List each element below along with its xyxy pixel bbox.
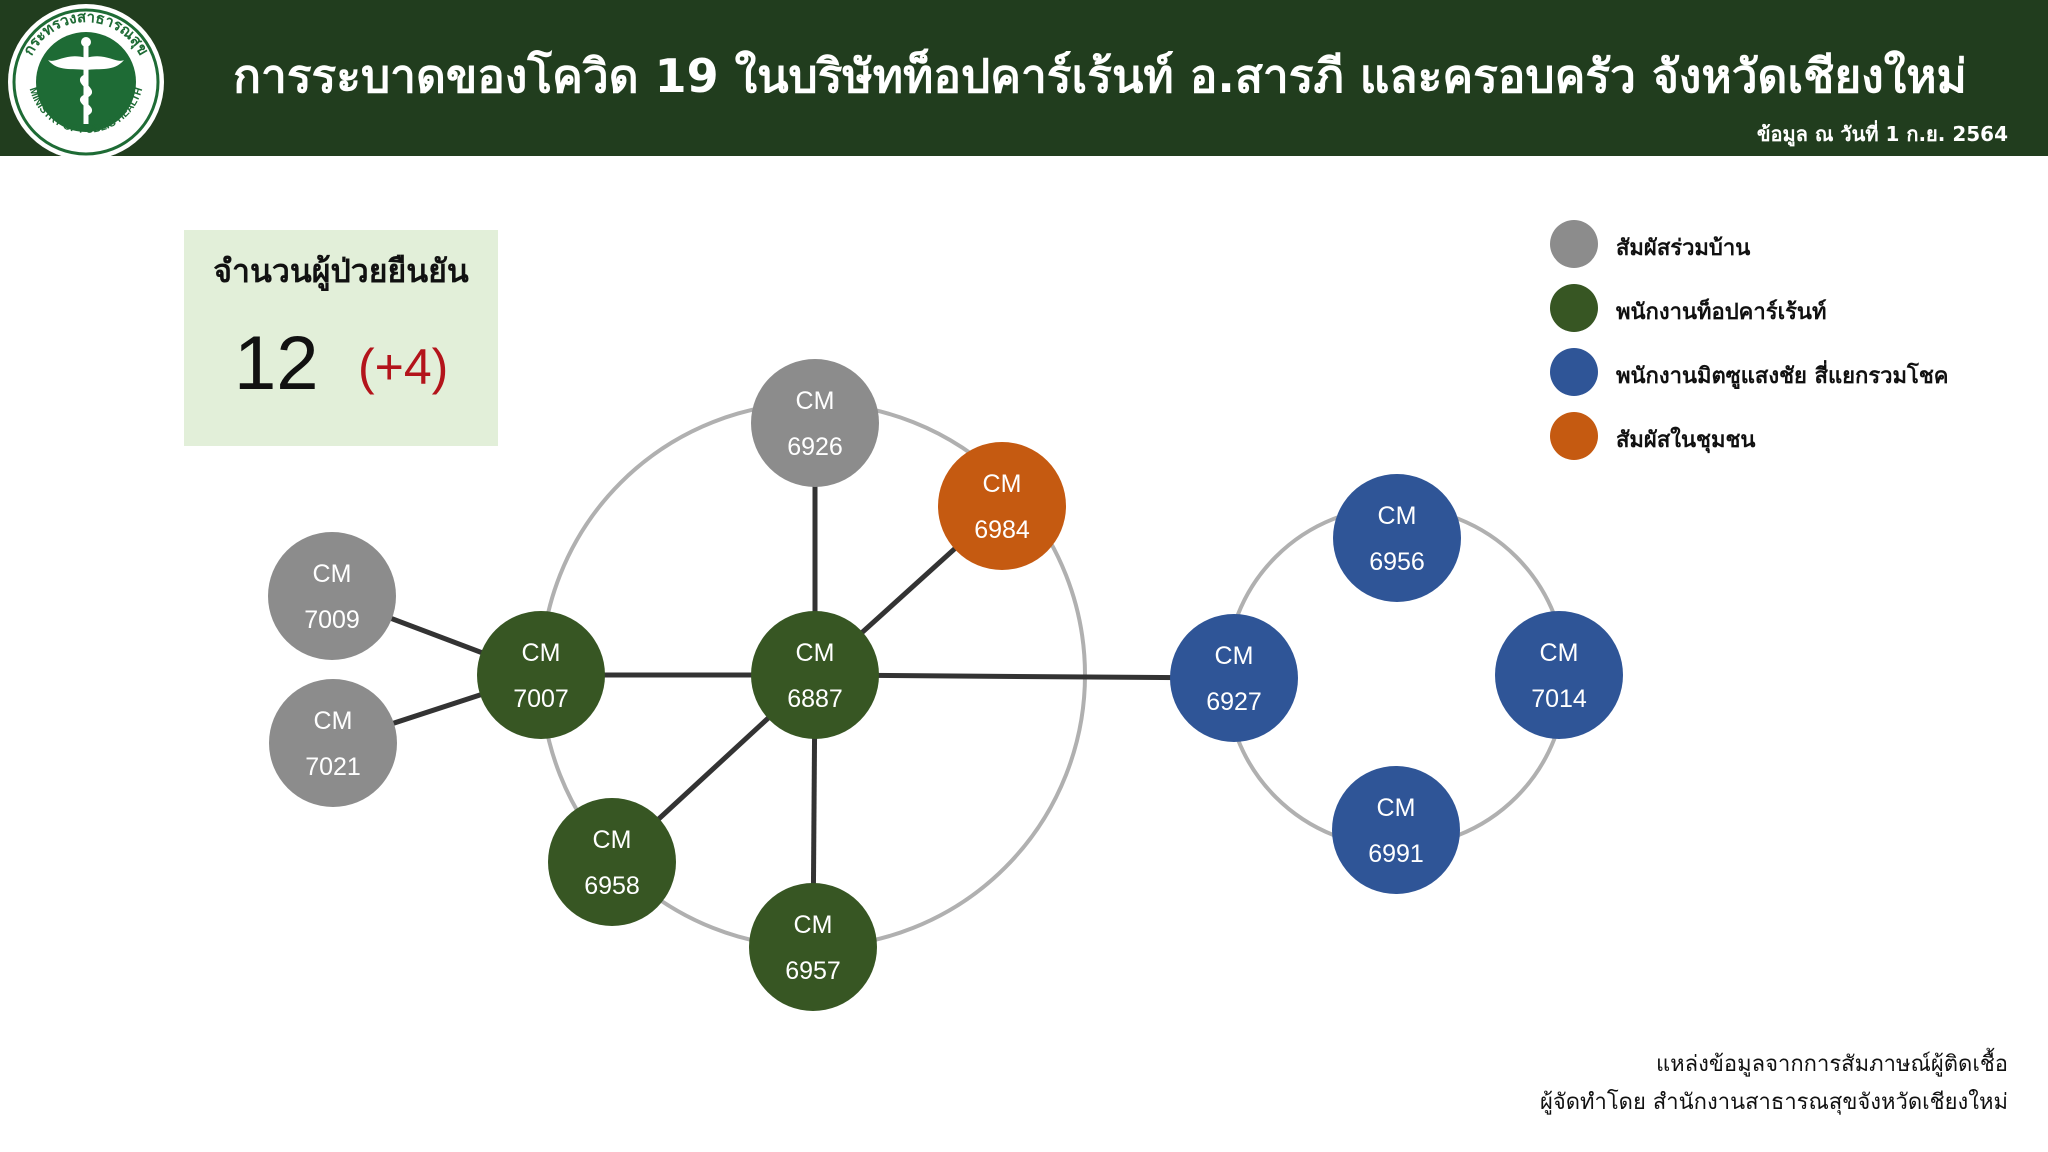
- confirmed-count-value: 12: [234, 321, 319, 406]
- legend-dot-mitsu: [1550, 348, 1598, 396]
- legend-label-mitsu: พนักงานมิตซูแสงชัย สี่แยกรวมโชค: [1616, 364, 1949, 389]
- case-node-6984: CM 6984: [938, 442, 1066, 570]
- case-node-number: 7021: [305, 753, 361, 781]
- confirmed-count-label: จำนวนผู้ป่วยยืนยัน: [213, 252, 469, 290]
- case-node-6991: CM 6991: [1332, 766, 1460, 894]
- case-node-prefix: CM: [1377, 794, 1416, 822]
- case-node-number: 6927: [1206, 688, 1262, 716]
- case-node-7014: CM 7014: [1495, 611, 1623, 739]
- page-title: การระบาดของโควิด 19 ในบริษัทท็อปคาร์เร้น…: [233, 49, 1967, 103]
- case-node-circle: [751, 611, 879, 739]
- ministry-of-public-health-seal-icon: กระทรวงสาธารณสุข MINISTRY OF PUBLIC HEAL…: [8, 4, 164, 160]
- case-node-7009: CM 7009: [268, 532, 396, 660]
- legend-dot-community: [1550, 412, 1598, 460]
- case-node-prefix: CM: [983, 470, 1022, 498]
- case-node-6887: CM 6887: [751, 611, 879, 739]
- case-node-prefix: CM: [1215, 642, 1254, 670]
- case-node-prefix: CM: [593, 826, 632, 854]
- case-node-circle: [938, 442, 1066, 570]
- case-node-number: 6956: [1369, 548, 1425, 576]
- case-node-number: 7007: [513, 685, 569, 713]
- case-node-number: 6887: [787, 685, 843, 713]
- case-node-prefix: CM: [313, 560, 352, 588]
- header-bar: กระทรวงสาธารณสุข MINISTRY OF PUBLIC HEAL…: [0, 0, 2048, 160]
- case-node-prefix: CM: [794, 911, 833, 939]
- case-node-6927: CM 6927: [1170, 614, 1298, 742]
- case-node-6956: CM 6956: [1333, 474, 1461, 602]
- case-node-number: 6957: [785, 957, 841, 985]
- data-date: ข้อมูล ณ วันที่ 1 ก.ย. 2564: [1756, 122, 2008, 146]
- case-node-number: 6991: [1368, 840, 1424, 868]
- case-node-7021: CM 7021: [269, 679, 397, 807]
- case-node-circle: [1495, 611, 1623, 739]
- legend-label-household: สัมผัสร่วมบ้าน: [1616, 236, 1751, 261]
- case-node-6957: CM 6957: [749, 883, 877, 1011]
- case-node-circle: [477, 611, 605, 739]
- legend-dot-topcar: [1550, 284, 1598, 332]
- confirmed-count-box: จำนวนผู้ป่วยยืนยัน 12 (+4): [184, 230, 498, 446]
- case-node-number: 7009: [304, 606, 360, 634]
- case-node-circle: [268, 532, 396, 660]
- case-node-prefix: CM: [1540, 639, 1579, 667]
- confirmed-count-delta: (+4): [358, 339, 449, 395]
- edge-6887-6927: [814, 672, 1235, 681]
- case-node-6958: CM 6958: [548, 798, 676, 926]
- case-node-circle: [749, 883, 877, 1011]
- case-node-circle: [751, 359, 879, 487]
- case-node-prefix: CM: [796, 387, 835, 415]
- case-node-prefix: CM: [1378, 502, 1417, 530]
- legend-label-topcar: พนักงานท็อปคาร์เร้นท์: [1616, 300, 1827, 325]
- case-node-circle: [548, 798, 676, 926]
- case-node-prefix: CM: [522, 639, 561, 667]
- case-node-prefix: CM: [796, 639, 835, 667]
- case-node-circle: [1170, 614, 1298, 742]
- case-node-6926: CM 6926: [751, 359, 879, 487]
- source-line-2: ผู้จัดทำโดย สำนักงานสาธารณสุขจังหวัดเชีย…: [1539, 1090, 2008, 1115]
- case-node-number: 6926: [787, 433, 843, 461]
- legend-label-community: สัมผัสในชุมชน: [1616, 428, 1756, 453]
- legend-dot-household: [1550, 220, 1598, 268]
- case-node-number: 6958: [584, 872, 640, 900]
- case-node-number: 7014: [1531, 685, 1587, 713]
- source-line-1: แหล่งข้อมูลจากการสัมภาษณ์ผู้ติดเชื้อ: [1655, 1052, 2008, 1077]
- case-node-number: 6984: [974, 516, 1030, 544]
- case-node-circle: [269, 679, 397, 807]
- case-node-circle: [1333, 474, 1461, 602]
- case-node-prefix: CM: [314, 707, 353, 735]
- case-node-circle: [1332, 766, 1460, 894]
- source-note: แหล่งข้อมูลจากการสัมภาษณ์ผู้ติดเชื้อ ผู้…: [1540, 1046, 2008, 1122]
- case-node-7007: CM 7007: [477, 611, 605, 739]
